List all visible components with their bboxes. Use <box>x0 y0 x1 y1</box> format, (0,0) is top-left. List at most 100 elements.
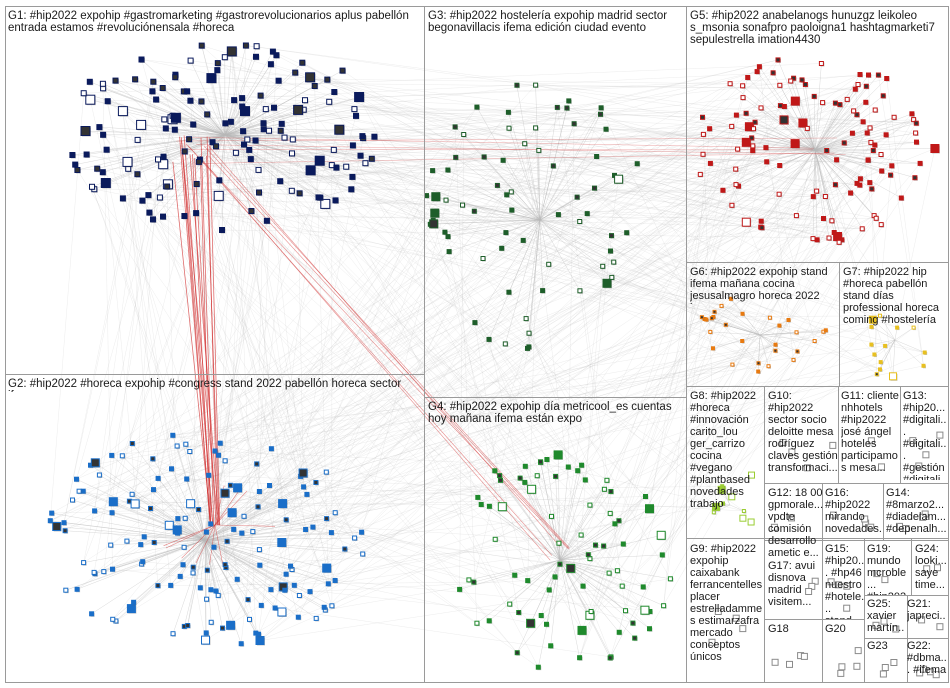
group-label-g10: G10: #hip2022 sector socio deloitte mesa… <box>768 390 838 480</box>
user-node <box>292 583 296 587</box>
user-node <box>922 364 925 367</box>
edge <box>361 134 704 155</box>
user-node <box>273 606 277 610</box>
user-node <box>890 164 894 168</box>
edge <box>893 340 895 376</box>
user-node <box>197 508 201 512</box>
user-node <box>860 227 864 231</box>
user-node <box>505 193 509 197</box>
user-node <box>251 530 255 534</box>
user-node <box>545 458 549 462</box>
user-node <box>549 644 553 648</box>
edge <box>345 465 582 549</box>
user-node <box>777 192 781 196</box>
user-node <box>191 565 195 569</box>
user-node <box>608 656 612 660</box>
user-node <box>757 362 760 365</box>
user-node <box>768 316 771 319</box>
user-node <box>220 228 225 233</box>
user-node <box>258 563 262 567</box>
user-node <box>198 586 202 590</box>
edge <box>739 150 816 186</box>
user-node <box>278 179 283 184</box>
user-node <box>499 478 503 482</box>
user-node <box>510 208 514 212</box>
user-node <box>720 304 723 307</box>
user-node <box>825 149 829 153</box>
user-node <box>431 169 435 173</box>
user-node <box>290 151 295 156</box>
user-node <box>824 329 827 332</box>
user-node <box>278 539 286 547</box>
user-node <box>556 213 560 217</box>
user-node <box>199 99 204 104</box>
user-node <box>617 630 621 634</box>
user-node <box>272 105 277 110</box>
user-node <box>462 133 466 137</box>
user-node <box>227 47 236 56</box>
user-node <box>268 62 273 67</box>
user-node <box>315 156 324 165</box>
user-node <box>353 536 357 540</box>
user-node <box>931 145 939 153</box>
user-node <box>360 530 364 534</box>
user-node <box>267 128 272 133</box>
user-node <box>792 358 795 361</box>
user-node <box>615 175 623 183</box>
user-node <box>527 331 531 335</box>
user-node <box>311 525 315 529</box>
user-node <box>149 507 153 511</box>
user-node <box>838 670 844 676</box>
user-node <box>329 531 333 535</box>
edge <box>95 252 449 574</box>
user-node <box>579 533 583 537</box>
user-node <box>813 340 816 343</box>
user-node <box>885 77 889 81</box>
group-label-g9: G9: #hip2022 expohip caixabank ferrancen… <box>690 543 766 669</box>
user-node <box>535 474 539 478</box>
user-node <box>186 624 190 628</box>
user-node <box>539 460 543 464</box>
group-label-g15: G15: #hip20... #hp46 nuestro #hotele... … <box>825 543 865 619</box>
user-node <box>161 214 166 219</box>
user-node <box>705 318 708 321</box>
user-node <box>772 659 778 665</box>
user-node <box>881 94 885 98</box>
user-node <box>771 71 775 75</box>
user-node <box>547 262 551 266</box>
user-node <box>870 187 874 191</box>
user-node <box>361 552 365 556</box>
user-node <box>101 132 106 137</box>
user-node <box>127 605 135 613</box>
user-node <box>333 579 337 583</box>
user-node <box>162 117 167 122</box>
user-node <box>858 177 862 181</box>
user-node <box>765 160 769 164</box>
user-node <box>324 470 328 474</box>
user-node <box>447 250 451 254</box>
user-node <box>154 97 159 102</box>
user-node <box>213 449 217 453</box>
user-node <box>731 363 734 366</box>
user-node <box>910 112 914 116</box>
user-node <box>791 140 799 148</box>
user-node <box>555 105 559 109</box>
user-node <box>837 240 841 244</box>
user-node <box>182 545 186 549</box>
user-node <box>852 109 856 113</box>
user-node <box>734 167 738 171</box>
user-node <box>599 112 603 116</box>
user-node <box>481 257 485 261</box>
user-node <box>822 217 826 221</box>
edge <box>282 124 646 497</box>
user-node <box>181 563 185 567</box>
user-node <box>751 149 755 153</box>
user-node <box>120 196 125 201</box>
edge <box>271 164 637 590</box>
user-node <box>805 126 809 130</box>
user-node <box>178 574 182 578</box>
user-node <box>641 606 649 614</box>
edge <box>895 340 924 366</box>
edge <box>244 84 730 517</box>
user-node <box>113 78 118 83</box>
